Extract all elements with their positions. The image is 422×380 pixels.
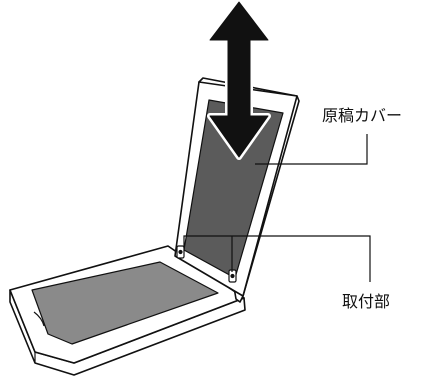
double-arrow-icon: [207, 0, 271, 160]
front-notch: [33, 311, 45, 327]
cover-label: 原稿カバー: [322, 106, 402, 125]
scanner-base: [9, 245, 246, 376]
cover-callout: 原稿カバー: [255, 106, 402, 165]
hinge-left: [176, 245, 185, 259]
hinge-callout: 取付部: [183, 235, 390, 311]
document-cover: [174, 77, 300, 303]
hinge-leader-line: [183, 235, 371, 282]
cover-leader-line: [255, 134, 368, 165]
hinge-label: 取付部: [342, 292, 390, 311]
scanner-glass: [31, 261, 219, 345]
